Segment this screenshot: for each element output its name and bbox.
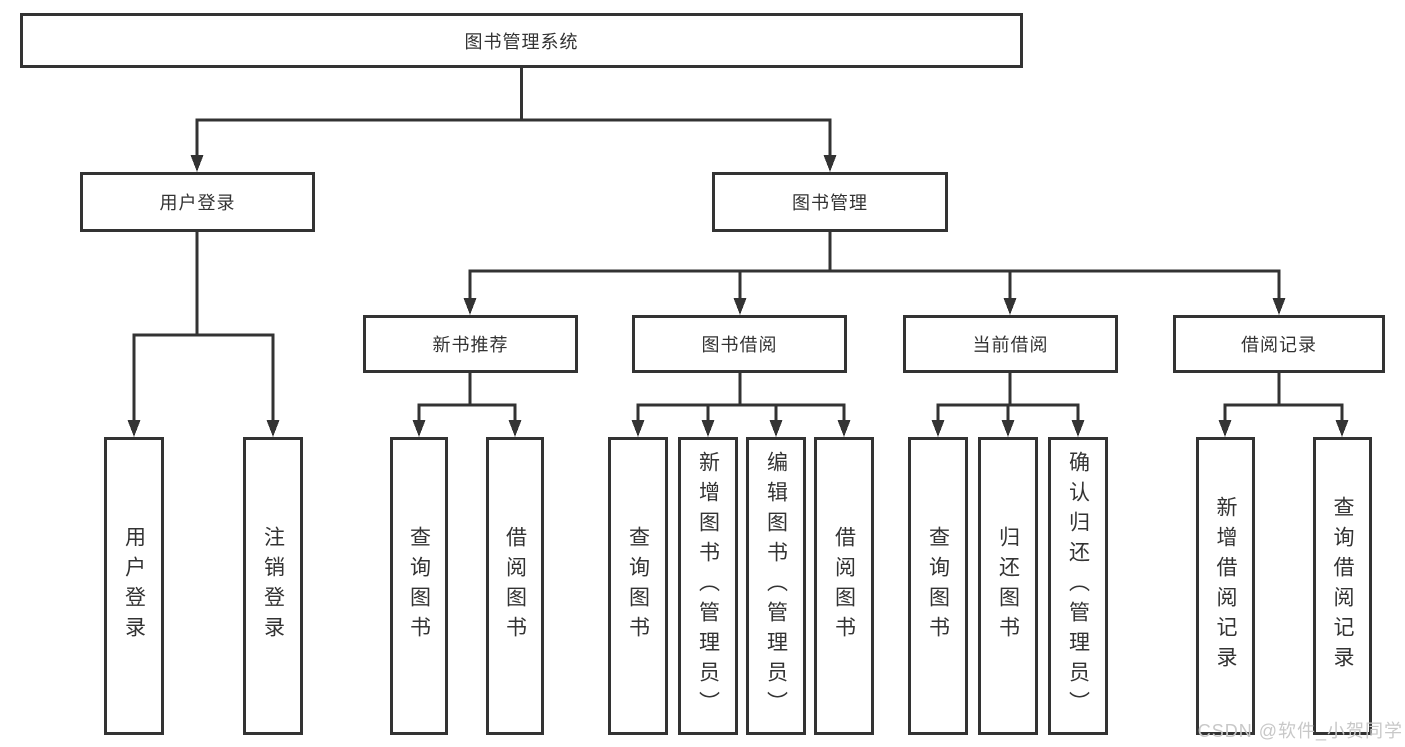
leaf-current-confirm: 确认归还（管理员）	[1048, 437, 1108, 735]
arrowhead	[1272, 298, 1286, 315]
leaf-record-add: 新增借阅记录	[1196, 437, 1255, 735]
arrowhead	[837, 420, 851, 437]
leaf-borrow-borrow: 借阅图书	[814, 437, 874, 735]
arrowhead	[1335, 420, 1349, 437]
leaf-borrow-add: 新增图书（管理员）	[678, 437, 738, 735]
arrowhead	[931, 420, 945, 437]
watermark: CSDN @软件_小贺同学	[1197, 721, 1403, 741]
arrowhead	[701, 420, 715, 437]
arrowhead	[823, 155, 837, 172]
node-user-login: 用户登录	[80, 172, 315, 232]
leaf-logout: 注销登录	[243, 437, 303, 735]
arrowhead	[631, 420, 645, 437]
leaf-record-query: 查询借阅记录	[1313, 437, 1372, 735]
arrowhead	[769, 420, 783, 437]
connector-borrow-records-children	[1218, 373, 1349, 437]
leaf-user-login: 用户登录	[104, 437, 164, 735]
leaf-current-query: 查询图书	[908, 437, 968, 735]
arrowhead	[266, 420, 280, 437]
arrowhead	[127, 420, 141, 437]
connector-new-book-children	[412, 373, 522, 437]
arrowhead	[1071, 420, 1085, 437]
leaf-newbook-query: 查询图书	[390, 437, 448, 735]
arrowhead	[412, 420, 426, 437]
connector-user-login-children	[127, 232, 280, 437]
node-new-book-recommend: 新书推荐	[363, 315, 578, 373]
arrowhead	[463, 298, 477, 315]
node-root: 图书管理系统	[20, 13, 1023, 68]
node-borrow-records: 借阅记录	[1173, 315, 1385, 373]
leaf-borrow-query: 查询图书	[608, 437, 668, 735]
connector-book-management-children	[463, 232, 1286, 315]
connector-book-borrow-children	[631, 373, 851, 437]
connector-root-to-level2	[190, 68, 837, 172]
node-book-management: 图书管理	[712, 172, 948, 232]
connector-current-borrow-children	[931, 373, 1085, 437]
arrowhead	[1218, 420, 1232, 437]
arrowhead	[733, 298, 747, 315]
leaf-newbook-borrow: 借阅图书	[486, 437, 544, 735]
node-current-borrow: 当前借阅	[903, 315, 1118, 373]
node-book-borrow: 图书借阅	[632, 315, 847, 373]
arrowhead	[190, 155, 204, 172]
arrowhead	[1003, 298, 1017, 315]
leaf-current-return: 归还图书	[978, 437, 1038, 735]
arrowhead	[1001, 420, 1015, 437]
arrowhead	[508, 420, 522, 437]
leaf-borrow-edit: 编辑图书（管理员）	[746, 437, 806, 735]
